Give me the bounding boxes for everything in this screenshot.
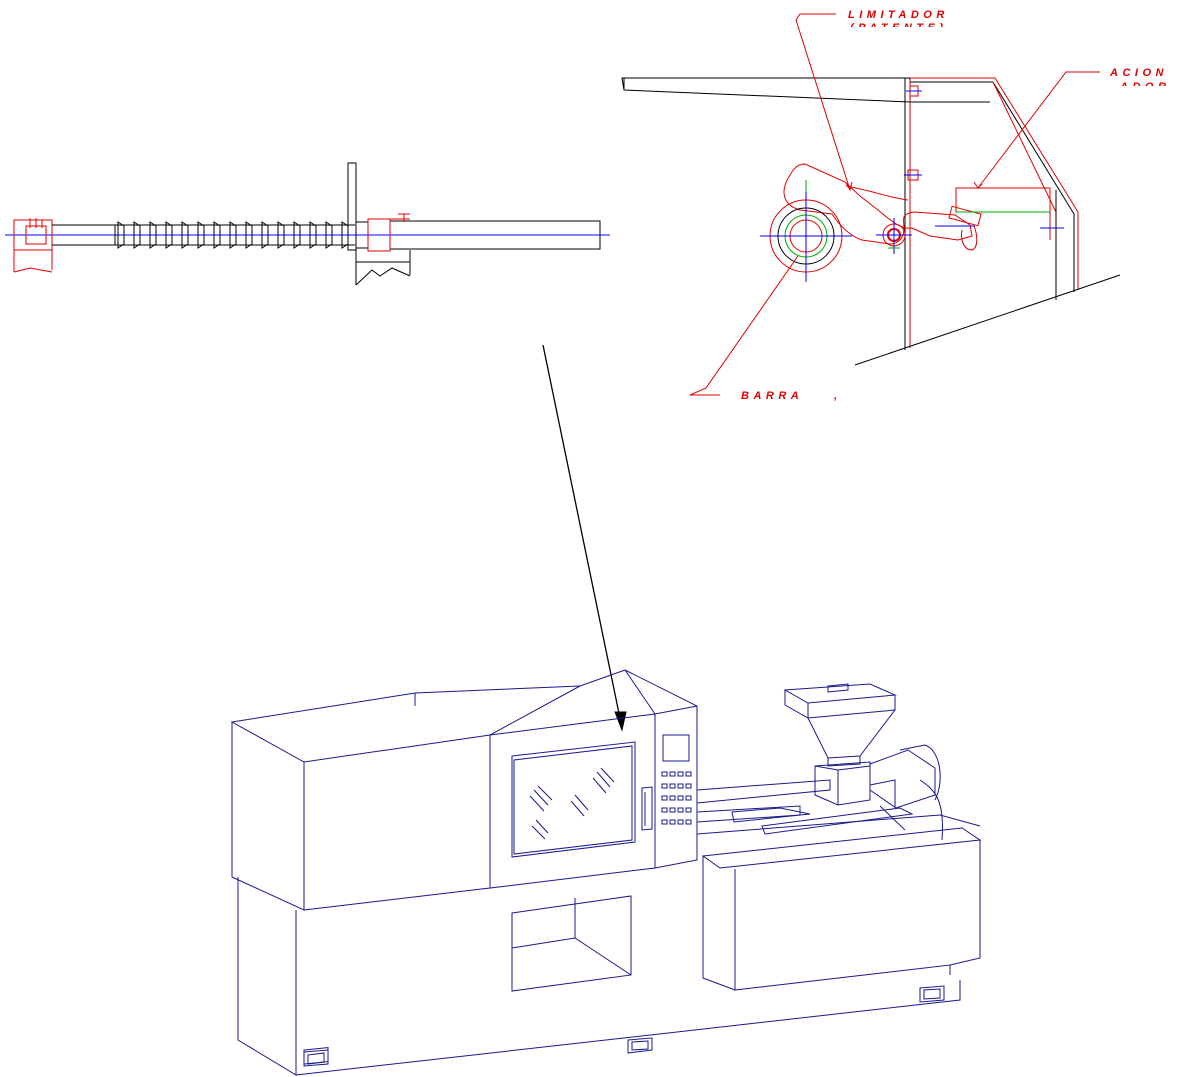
machine-base (237, 877, 961, 1076)
clamp-unit (230, 685, 581, 911)
screw-shaft (52, 224, 116, 246)
injection-base-box (701, 827, 982, 991)
screw-flange (347, 162, 369, 251)
guard-bracket (904, 85, 922, 181)
injection-rails (696, 779, 981, 835)
motor (869, 744, 944, 841)
leader-lines (689, 13, 1100, 396)
label-barra: BARRA (741, 390, 803, 402)
base-opening (511, 895, 632, 992)
barrel-body (355, 213, 601, 286)
base-line (854, 274, 1121, 366)
injection-machine (230, 669, 982, 1076)
label-limitador: LIMITADOR (848, 9, 949, 21)
limiter-detail (621, 13, 1121, 396)
control-panel (661, 734, 692, 825)
label-barra-mark: , (833, 390, 842, 402)
label-acionador-sub: ADOR (1119, 81, 1170, 93)
guard-arm (621, 77, 911, 103)
screw-threads (115, 221, 355, 249)
actuator-block (935, 187, 1064, 229)
label-limitador-sub: (PATENTE) (850, 22, 948, 34)
pivot-pin (876, 218, 912, 254)
mold-door (489, 669, 698, 889)
screw-detail (5, 162, 610, 286)
pointer-arrow (542, 344, 627, 732)
limiter-labels: LIMITADOR (PATENTE) ACION ADOR BARRA , (741, 9, 1170, 402)
label-acionador: ACION (1109, 67, 1168, 79)
limiter-lever (783, 163, 982, 251)
guard-frame (904, 77, 1079, 350)
screw-left-block (13, 218, 53, 273)
hopper (783, 683, 897, 806)
tie-bar (760, 180, 852, 282)
